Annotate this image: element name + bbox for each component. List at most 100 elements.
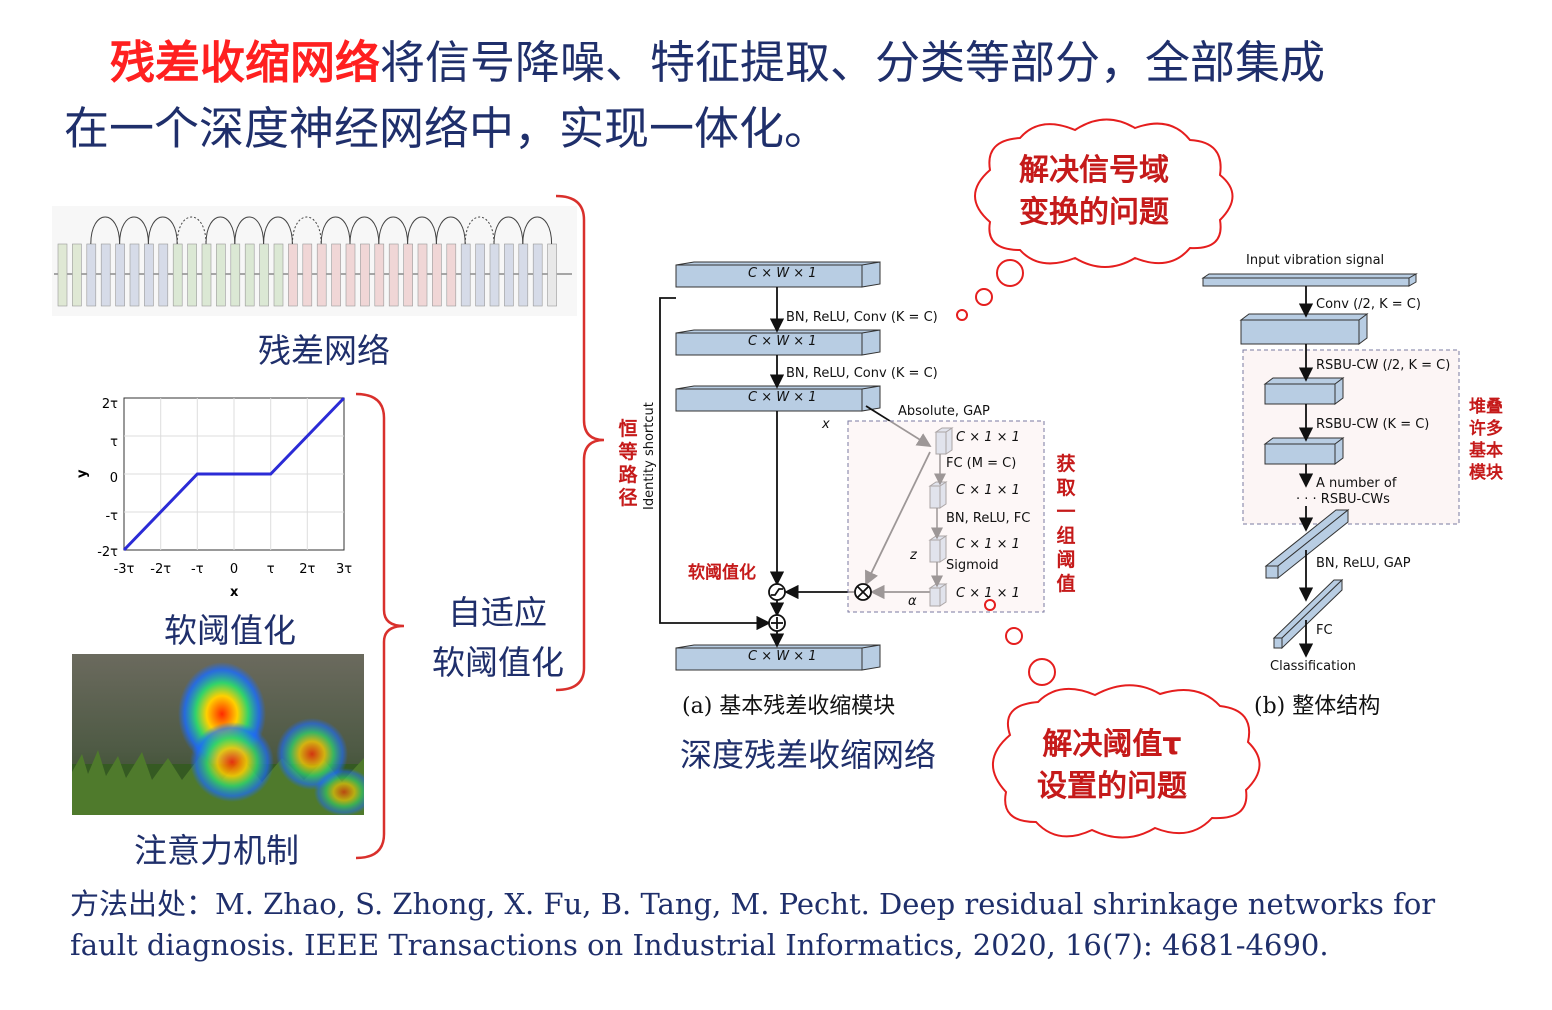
resnet-layer [129,243,140,307]
skip-connection [119,216,149,245]
resnet-layer [460,243,471,307]
skip-connection [522,216,553,245]
resnet-layer [172,243,183,307]
soft-threshold-operator [768,583,786,601]
heading-highlight: 残差收缩网络 [110,36,381,89]
alpha-label: α [908,594,917,609]
ytick: τ [110,435,118,450]
resnet-layer [201,243,212,307]
caption-a: (a) 基本残差收缩模块 [682,694,896,719]
resnet-layer [518,243,529,307]
bn-relu-fc-label: BN, ReLU, FC [946,511,1031,526]
resnet-layer [187,243,197,307]
sigmoid-label: Sigmoid [946,558,999,573]
resnet-layer [244,243,255,307]
identity-path-label: 恒等 路径 [618,418,638,509]
input-label: Input vibration signal [1246,253,1385,268]
resnet-layer [259,243,269,307]
skip-connection [493,216,524,245]
soft-threshold-red-label: 软阈值化 [688,563,756,583]
skip-connection [407,216,437,245]
z-label: z [910,548,917,563]
resnet-layer [273,243,284,307]
xtick: 3τ [336,562,352,577]
xtick: -3τ [114,562,135,577]
skip-connection [176,216,207,245]
citation-text: M. Zhao, S. Zhong, X. Fu, B. Tang, M. Pe… [70,887,1436,962]
resnet-layer [216,243,226,307]
skip-connection [263,216,293,245]
block-label: C × W × 1 [748,334,817,349]
rsbu2-label: RSBU-CW (K = C) [1316,417,1430,432]
many-label-2: · · · RSBU-CWs [1296,492,1390,507]
resnet-diagram [52,206,577,316]
small-block-label: C × 1 × 1 [956,483,1020,498]
fc-label: FC (M = C) [946,456,1017,471]
small-block-label: C × 1 × 1 [956,586,1020,601]
ytick: -τ [105,509,118,524]
resnet-layer [504,243,514,307]
skip-connection [291,216,322,245]
plot-xlabel: x [230,585,239,600]
classification-label: Classification [1270,659,1357,674]
heading-line1: 将信号降噪、特征提取、分类等部分，全部集成 [380,36,1326,89]
skip-connection [435,216,466,245]
skip-connection [147,216,178,245]
resnet-layer [446,243,457,307]
step-label: BN, ReLU, Conv (K = C) [786,310,938,325]
ytick: -2τ [97,545,118,560]
resnet-layer [316,243,327,307]
ytick: 0 [110,471,118,486]
resnet-layer [288,243,298,307]
small-block [928,481,948,509]
plot-ylabel: y [75,469,90,478]
resnet-layer [115,243,125,307]
small-block-label: C × 1 × 1 [956,430,1020,445]
adaptive-label-line2: 软阈值化 [432,643,564,682]
resnet-layer [331,243,341,307]
resnet-layer [57,243,68,307]
rsbu-block [1263,437,1345,465]
skip-connection [320,216,351,245]
input-block [1201,273,1418,287]
skip-connection [205,216,236,245]
many-label-1: A number of [1316,476,1397,491]
small-block [934,427,954,455]
adaptive-label-line1: 自适应 [448,593,547,632]
block-label: C × W × 1 [748,649,817,664]
resnet-layer [302,243,313,307]
resnet-layer [475,243,485,307]
skip-connection [90,216,121,245]
xtick: 2τ [299,562,315,577]
small-block-label: C × 1 × 1 [956,537,1020,552]
resnet-layer [417,243,428,307]
resnet-layer [432,243,442,307]
fc-label-b: FC [1316,623,1333,638]
cloud-top-text: 解决信号域变换的问题 [1019,153,1169,230]
abs-gap-label: Absolute, GAP [898,404,990,419]
ytick: 2τ [102,397,118,412]
slide-heading: 残差收缩网络将信号降噪、特征提取、分类等部分，全部集成 在一个深度神经网络中，实… [64,30,1524,162]
network-name-label: 深度残差收缩网络 [680,736,937,774]
resnet-layer [72,243,82,307]
rsbu-block [1263,377,1345,405]
xtick: -2τ [150,562,171,577]
citation-prefix: 方法出处： [70,887,216,921]
add-operator [768,614,786,632]
small-block [928,535,948,563]
soft-threshold-label: 软阈值化 [164,611,296,650]
rsbu1-label: RSBU-CW (/2, K = C) [1316,358,1451,373]
x-label: x [822,417,830,432]
caption-b: (b) 整体结构 [1254,694,1381,719]
resnet-layer [100,243,111,307]
attention-label: 注意力机制 [134,831,299,870]
skip-connection [234,216,265,245]
resnet-layer [388,243,399,307]
conv-block [1239,313,1369,345]
xtick: 0 [230,562,238,577]
stack-label: 堆叠许多 基本模块 [1469,397,1503,483]
soft-threshold-plot: y x 2τ τ 0 -τ -2τ -3τ -2τ -τ 0 τ 2τ 3τ [75,396,352,600]
conv-label: Conv (/2, K = C) [1316,297,1421,312]
resnet-label: 残差网络 [258,331,390,370]
resnet-layer [374,243,385,307]
